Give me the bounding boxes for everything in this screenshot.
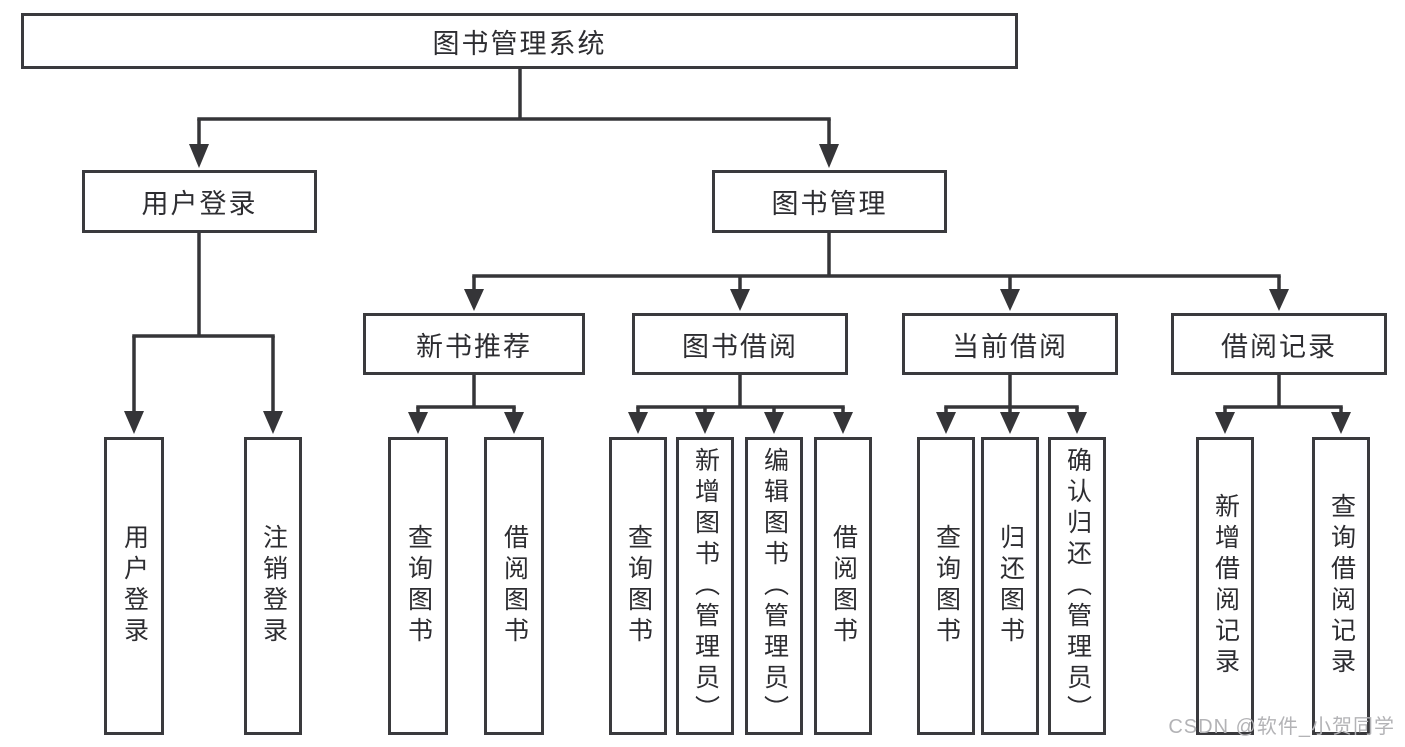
connector-user-login-to-leaves [124, 233, 283, 434]
leaf-query-book-current: 查询图书 [917, 437, 975, 735]
leaf-query-book-borrow: 查询图书 [609, 437, 667, 735]
leaf-add-book-admin: 新增图书（管理员） [676, 437, 734, 735]
node-current-borrow: 当前借阅 [902, 313, 1118, 375]
node-new-book-recommend: 新书推荐 [363, 313, 585, 375]
leaf-user-login: 用户登录 [104, 437, 164, 735]
node-book-management: 图书管理 [712, 170, 947, 233]
leaf-return-book: 归还图书 [981, 437, 1039, 735]
connector-book-mgmt-to-level3 [464, 233, 1289, 311]
leaf-add-borrow-record: 新增借阅记录 [1196, 437, 1254, 735]
connector-root-to-level2 [189, 69, 839, 168]
leaf-query-borrow-record: 查询借阅记录 [1312, 437, 1370, 735]
leaf-logout: 注销登录 [244, 437, 302, 735]
leaf-query-book-newbook: 查询图书 [388, 437, 448, 735]
leaf-borrow-book-newbook: 借阅图书 [484, 437, 544, 735]
leaf-confirm-return-admin: 确认归还（管理员） [1048, 437, 1106, 735]
leaf-borrow-book-borrow: 借阅图书 [814, 437, 872, 735]
leaf-edit-book-admin: 编辑图书（管理员） [745, 437, 803, 735]
connector-new-book-to-leaves [408, 375, 524, 434]
csdn-watermark: CSDN @软件_小贺同学 [1168, 716, 1395, 738]
connector-borrow-record-to-leaves [1215, 375, 1351, 434]
node-borrow-record: 借阅记录 [1171, 313, 1387, 375]
node-book-borrow: 图书借阅 [632, 313, 848, 375]
connector-current-borrow-to-leaves [936, 375, 1087, 434]
connector-book-borrow-to-leaves [628, 375, 853, 434]
node-user-login: 用户登录 [82, 170, 317, 233]
node-library-management-system: 图书管理系统 [21, 13, 1018, 69]
